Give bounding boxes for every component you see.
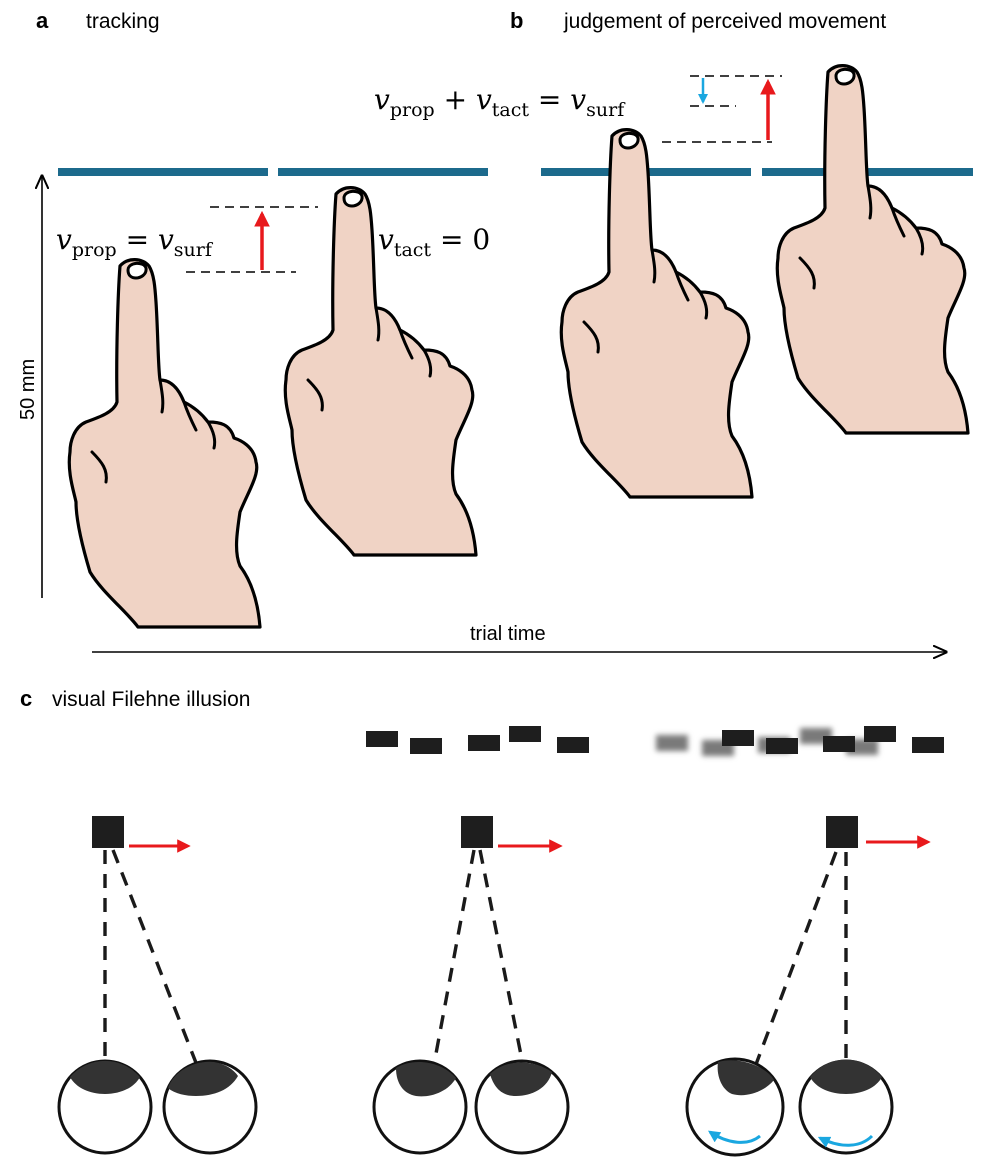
hand-icon — [67, 258, 262, 629]
equation-vprop-plus-vtact: vprop + vtact = vsurf — [374, 83, 626, 121]
panel-c-letter: c — [20, 686, 32, 711]
hand-icon — [775, 64, 970, 435]
eye-icon — [798, 1059, 894, 1155]
panel-a-letter: a — [36, 8, 49, 33]
x-axis: trial time — [92, 623, 946, 652]
target-left — [92, 816, 191, 853]
x-axis-label: trial time — [470, 623, 546, 645]
panel-c-title: visual Filehne illusion — [52, 688, 250, 711]
eye-icon — [474, 1059, 570, 1155]
blue-arrow — [708, 1130, 761, 1144]
panel-b-title: judgement of perceived movement — [563, 10, 886, 33]
y-axis-label: 50 mm — [17, 359, 39, 420]
equation-vprop-vsurf: vprop = vsurf — [56, 223, 214, 261]
target-right — [826, 816, 931, 849]
panel-b-letter: b — [510, 8, 523, 33]
equation-vtact-zero: vtact = 0 — [378, 223, 490, 261]
hand-icon — [559, 128, 754, 499]
eye-icon — [57, 1059, 153, 1155]
background-dots-right — [656, 726, 944, 756]
eye-icon — [372, 1059, 468, 1155]
target-middle — [461, 816, 563, 853]
blue-arrow — [817, 1134, 874, 1148]
panel-a-title: tracking — [86, 10, 160, 33]
eye-icon — [162, 1059, 258, 1155]
background-dots-middle — [366, 726, 589, 754]
y-axis: 50 mm — [17, 176, 42, 598]
